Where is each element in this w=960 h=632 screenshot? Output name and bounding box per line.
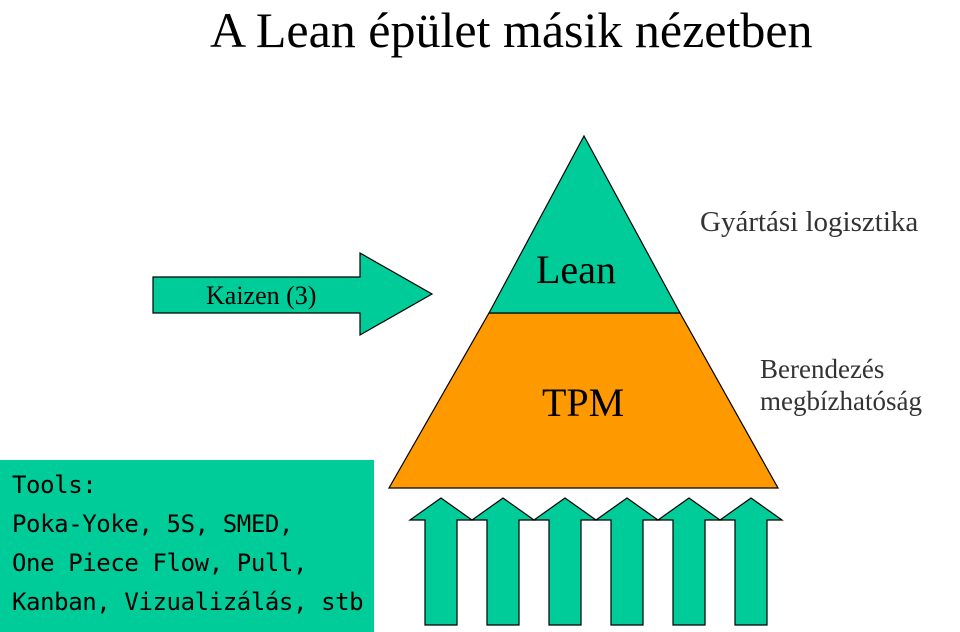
support-arrow	[594, 497, 660, 626]
tools-heading: Tools:	[12, 471, 97, 499]
support-arrow	[470, 497, 536, 626]
support-arrows	[408, 497, 784, 626]
support-arrow	[718, 497, 784, 626]
tools-line: Poka-Yoke, 5S, SMED,	[12, 510, 293, 538]
kaizen-label: Kaizen (3)	[206, 281, 317, 310]
kaizen-arrow	[152, 251, 434, 337]
support-arrow	[408, 497, 474, 626]
pyramid-tpm-label: TPM	[542, 380, 625, 425]
reliability-label-line1: Berendezés	[760, 354, 885, 384]
reliability-label-line2: megbízhatóság	[760, 386, 922, 416]
page-title: A Lean épület másik nézetben	[210, 2, 813, 58]
support-arrow	[532, 497, 598, 626]
tools-line: Kanban, Vizualizálás, stb	[12, 588, 364, 616]
support-arrow	[656, 497, 722, 626]
tools-box: Tools: Poka-Yoke, 5S, SMED, One Piece Fl…	[0, 460, 374, 632]
logistics-label: Gyártási logisztika	[700, 206, 919, 238]
reliability-label: Berendezés megbízhatóság	[760, 353, 922, 417]
pyramid-lean-label: Lean	[536, 247, 616, 292]
tools-line: One Piece Flow, Pull,	[12, 549, 308, 577]
pyramid-lean-layer	[487, 134, 682, 314]
